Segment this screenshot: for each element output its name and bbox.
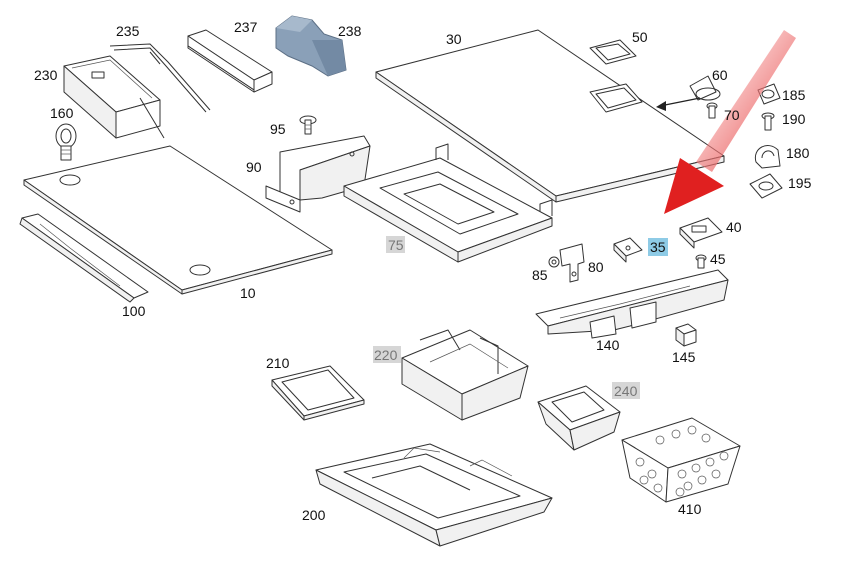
label-30: 30 <box>446 31 462 47</box>
part-10-load-floor <box>23 145 333 295</box>
part-235-strap <box>109 43 211 113</box>
part-237-box <box>187 29 273 93</box>
label-200: 200 <box>302 507 326 523</box>
part-160-lashing-eye <box>55 123 77 161</box>
part-145-cube <box>675 323 697 347</box>
label-35: 35 <box>650 239 666 255</box>
part-70-screw <box>706 102 718 119</box>
label-80: 80 <box>588 259 604 275</box>
part-180-hook <box>754 145 781 169</box>
label-75: 75 <box>388 237 404 253</box>
part-410-crate <box>621 417 741 503</box>
label-90: 90 <box>246 159 262 175</box>
part-140-rail <box>535 269 729 339</box>
part-40-lock <box>679 217 723 249</box>
label-220: 220 <box>374 347 398 363</box>
callout-bg-75 <box>386 236 405 253</box>
part-195-cup <box>749 173 783 199</box>
label-410: 410 <box>678 501 702 517</box>
label-190: 190 <box>782 111 806 127</box>
part-210-tray <box>271 365 365 421</box>
part-100-edge-trim <box>19 213 149 303</box>
part-200-floor-tray <box>315 443 553 547</box>
crate-mesh <box>635 425 729 497</box>
label-210: 210 <box>266 355 290 371</box>
part-75-tray-frame <box>343 143 553 263</box>
label-100: 100 <box>122 303 146 319</box>
part-30-cover-panel <box>375 29 725 203</box>
label-140: 140 <box>596 337 620 353</box>
label-240: 240 <box>614 383 638 399</box>
part-95-bolt <box>299 115 317 135</box>
label-185: 185 <box>782 87 806 103</box>
callout-bg-35 <box>648 238 668 256</box>
label-195: 195 <box>788 175 812 191</box>
part-35-switch <box>613 237 643 263</box>
label-60: 60 <box>712 67 728 83</box>
part-190-screw <box>761 112 775 131</box>
part-238-foam-block <box>275 15 347 77</box>
label-180: 180 <box>786 145 810 161</box>
label-45: 45 <box>710 251 726 267</box>
label-238: 238 <box>338 23 362 39</box>
part-60-latch <box>656 75 721 111</box>
part-80-bracket <box>559 243 585 283</box>
label-70: 70 <box>724 107 740 123</box>
label-95: 95 <box>270 121 286 137</box>
part-50-handle-insert <box>589 39 637 65</box>
label-50: 50 <box>632 29 648 45</box>
part-220-organizer <box>401 329 529 421</box>
part-230-storage-box <box>63 55 165 139</box>
label-40: 40 <box>726 219 742 235</box>
callout-bg-240 <box>612 382 640 399</box>
callout-bg-220 <box>373 346 401 363</box>
label-145: 145 <box>672 349 696 365</box>
label-235: 235 <box>116 23 140 39</box>
part-240-bin <box>537 385 621 451</box>
label-237: 237 <box>234 19 258 35</box>
label-160: 160 <box>50 105 74 121</box>
label-85: 85 <box>532 267 548 283</box>
label-230: 230 <box>34 67 58 83</box>
part-85-nut <box>548 256 560 268</box>
highlight-arrow <box>664 30 796 214</box>
part-45-pin <box>695 254 707 269</box>
label-10: 10 <box>240 285 256 301</box>
